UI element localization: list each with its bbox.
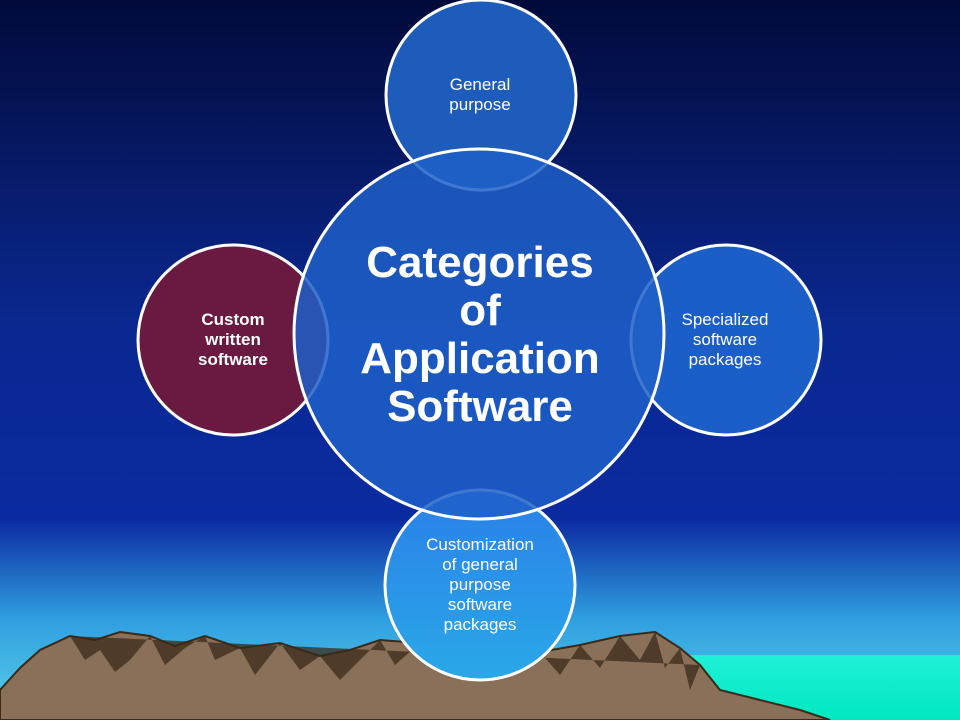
central-node[interactable] [292,147,666,521]
mountain-shadow [70,632,700,690]
